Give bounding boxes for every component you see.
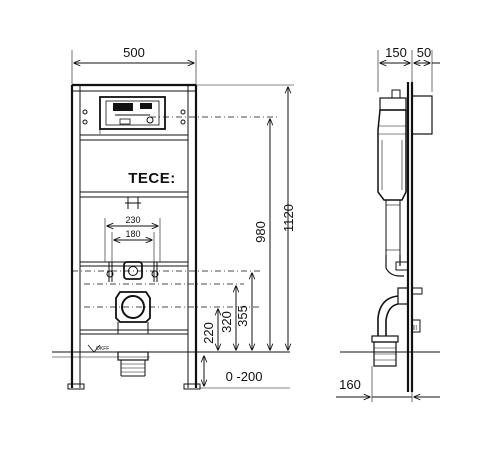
mounting-studs — [106, 261, 159, 282]
cistern — [377, 89, 409, 277]
height-220-label: 220 — [201, 322, 216, 344]
height-980-label: 980 — [253, 221, 268, 243]
front-view: 500 — [52, 45, 296, 390]
spacing-230-label: 230 — [125, 215, 140, 225]
depth-dimension-bottom: 160 — [336, 366, 440, 402]
water-supply-connection — [125, 197, 141, 209]
height-dimensions: 1120 980 355 320 220 — [196, 84, 296, 350]
flush-plate-opening — [99, 96, 166, 134]
svg-text:|||: ||| — [413, 325, 417, 331]
floor-label: OKFF — [96, 346, 109, 352]
height-355-label: 355 — [235, 305, 250, 327]
finished-floor-line: OKFF — [52, 344, 290, 358]
frame — [67, 83, 201, 390]
stud-spacing-dimensions: 230 180 — [104, 215, 161, 262]
foot-adjustment-dimension: 0 -200 — [200, 356, 290, 389]
brand-label: TECE: — [128, 170, 176, 187]
width-dimension: 500 — [71, 45, 197, 90]
height-320-label: 320 — [219, 311, 234, 333]
depth-dimensions-top: 150 50 — [377, 45, 440, 92]
spacing-180-label: 180 — [125, 229, 140, 239]
waste-pipe-connection — [115, 291, 151, 377]
depth-50-label: 50 — [417, 45, 431, 60]
height-1120-label: 1120 — [281, 204, 296, 232]
frame-profile: ||| — [406, 82, 433, 392]
width-label: 500 — [123, 45, 145, 60]
depth-160-label: 160 — [339, 377, 361, 392]
reference-lines — [72, 116, 278, 308]
adjust-label: 0 -200 — [226, 369, 263, 384]
waste-bend — [371, 287, 409, 367]
side-view: 150 50 ||| — [336, 45, 440, 402]
depth-150-label: 150 — [385, 45, 407, 60]
